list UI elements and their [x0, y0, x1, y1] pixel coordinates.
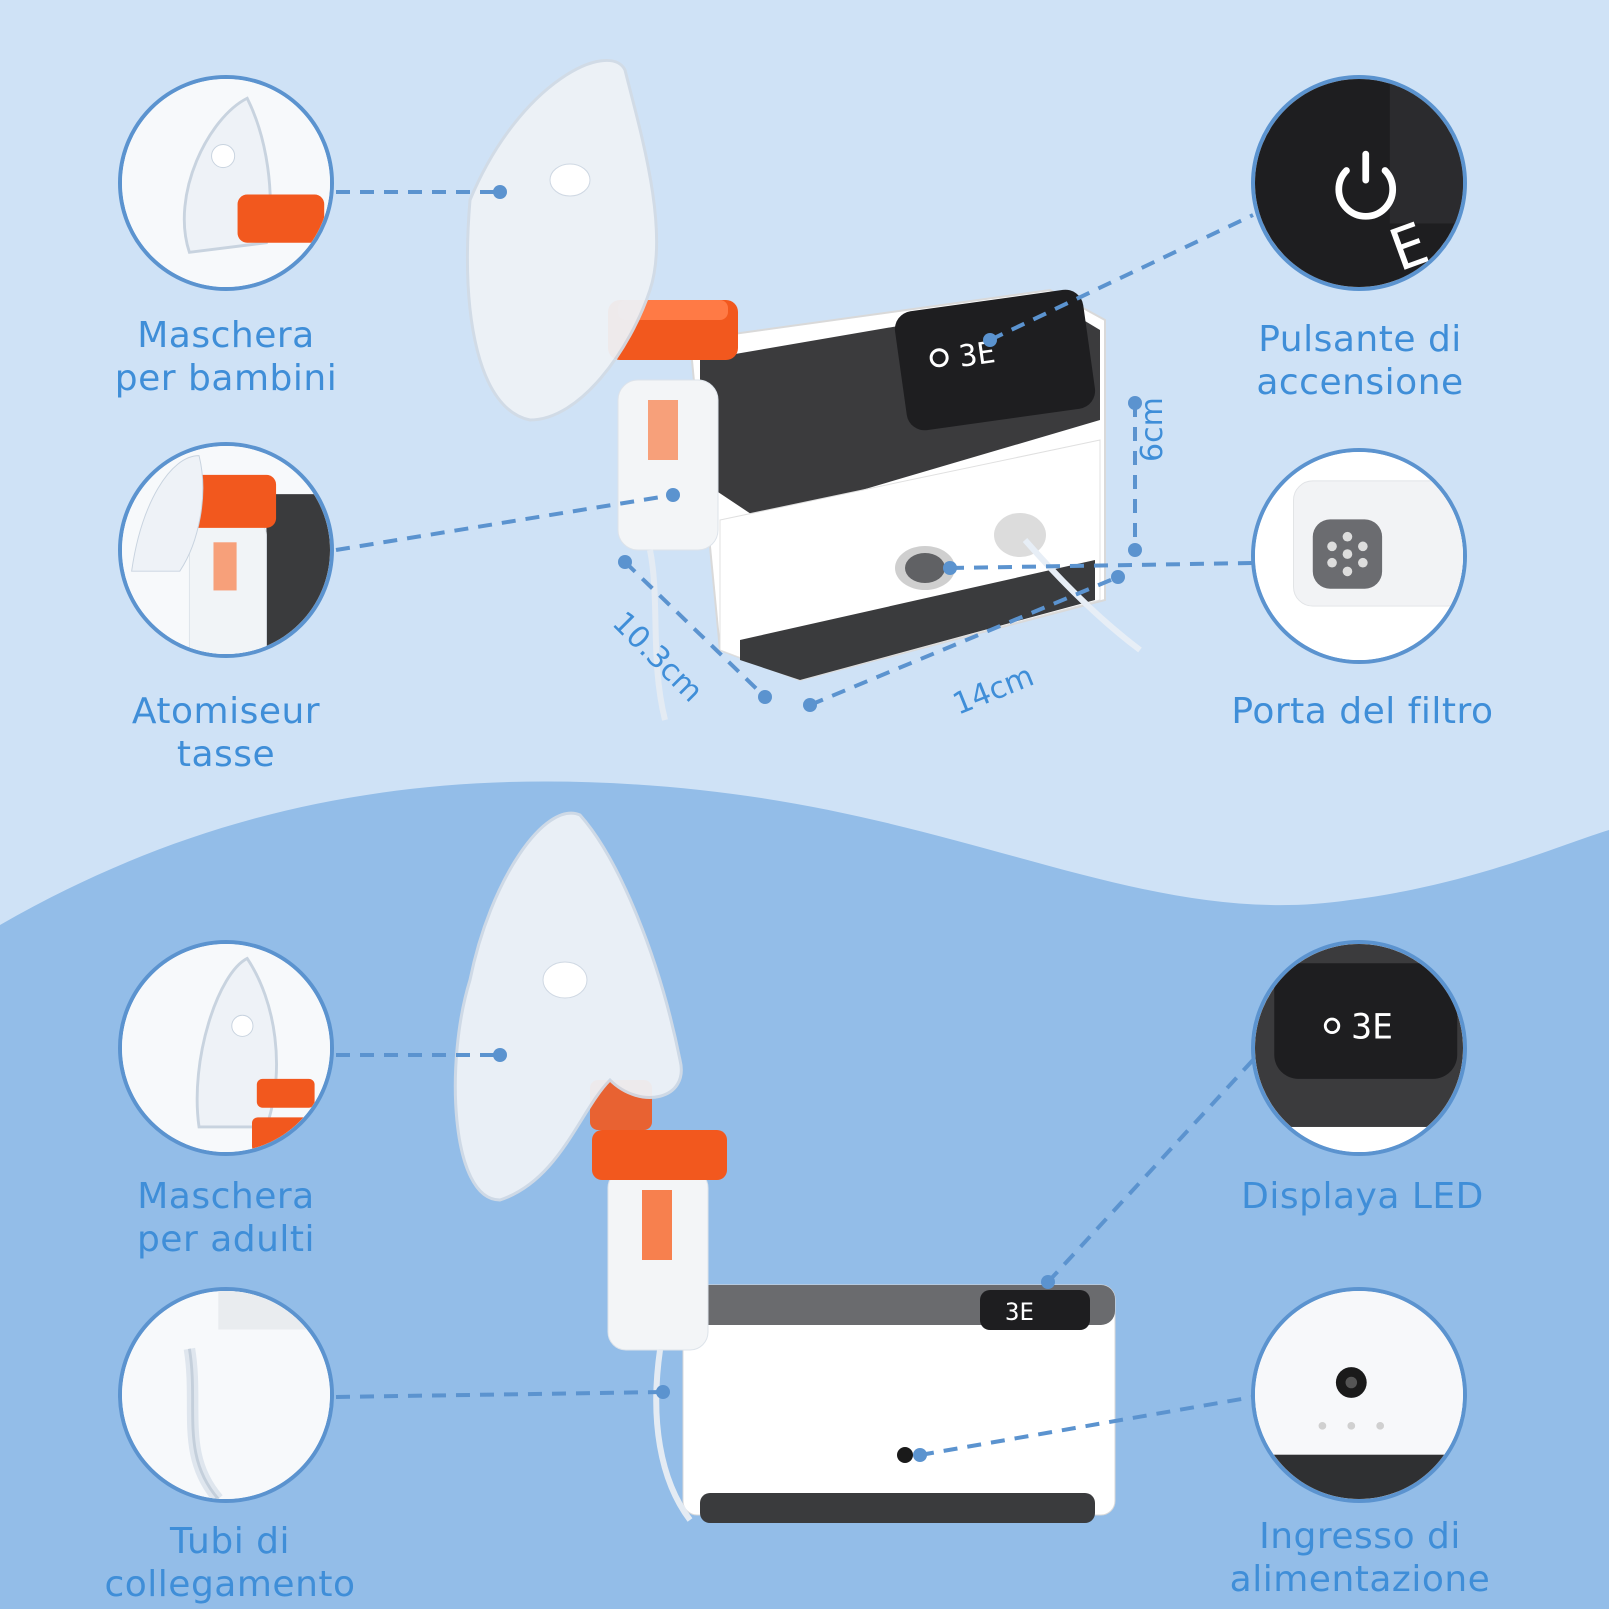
- label-line: Atomiseur: [131, 691, 321, 732]
- callout-power-input: [1251, 1287, 1467, 1503]
- label-child-mask: Maschera per bambini: [96, 314, 356, 400]
- label-filter-port: Porta del filtro: [1210, 690, 1515, 733]
- label-line: Maschera: [137, 315, 315, 356]
- filter-port-icon: [1312, 519, 1383, 589]
- callout-connecting-tubes: [118, 1287, 334, 1503]
- label-line: alimentazione: [1229, 1559, 1491, 1600]
- label-line: collegamento: [104, 1564, 356, 1605]
- callout-adult-mask: [118, 940, 334, 1156]
- bottom-device: 3E: [682, 1284, 1116, 1523]
- label-connecting-tubes: Tubi di collegamento: [80, 1520, 380, 1606]
- power-socket-icon: [1335, 1367, 1367, 1398]
- label-adult-mask: Maschera per adulti: [96, 1175, 356, 1261]
- top-cup-mask: [466, 59, 738, 721]
- label-line: Displaya LED: [1241, 1176, 1484, 1217]
- label-atomizer-cup: Atomiseur tasse: [96, 690, 356, 776]
- svg-text:3E: 3E: [957, 335, 998, 375]
- label-line: per adulti: [136, 1219, 316, 1260]
- callout-power-button: E: [1251, 75, 1467, 291]
- svg-text:3E: 3E: [1005, 1298, 1034, 1326]
- label-line: Tubi di: [170, 1521, 290, 1562]
- bottom-cup-mask: [453, 811, 727, 1522]
- label-line: Ingresso di: [1259, 1516, 1461, 1557]
- label-power-button: Pulsante di accensione: [1210, 318, 1510, 404]
- label-line: Pulsante di: [1258, 319, 1462, 360]
- power-icon: [1335, 150, 1397, 220]
- label-line: Porta del filtro: [1231, 691, 1494, 732]
- label-line: tasse: [176, 734, 276, 775]
- label-led-display: Displaya LED: [1210, 1175, 1515, 1218]
- callout-led-display: 3E: [1251, 940, 1467, 1156]
- callout-child-mask: [118, 75, 334, 291]
- label-line: per bambini: [114, 358, 338, 399]
- label-line: accensione: [1256, 362, 1464, 403]
- led-reading: 3E: [1351, 1007, 1393, 1047]
- label-line: Maschera: [137, 1176, 315, 1217]
- callout-filter-port: [1251, 448, 1467, 664]
- top-device: 3E: [688, 288, 1142, 682]
- dimension-height: 6cm: [1135, 397, 1170, 462]
- callout-atomizer-cup: [118, 442, 334, 658]
- label-power-input: Ingresso di alimentazione: [1200, 1515, 1520, 1601]
